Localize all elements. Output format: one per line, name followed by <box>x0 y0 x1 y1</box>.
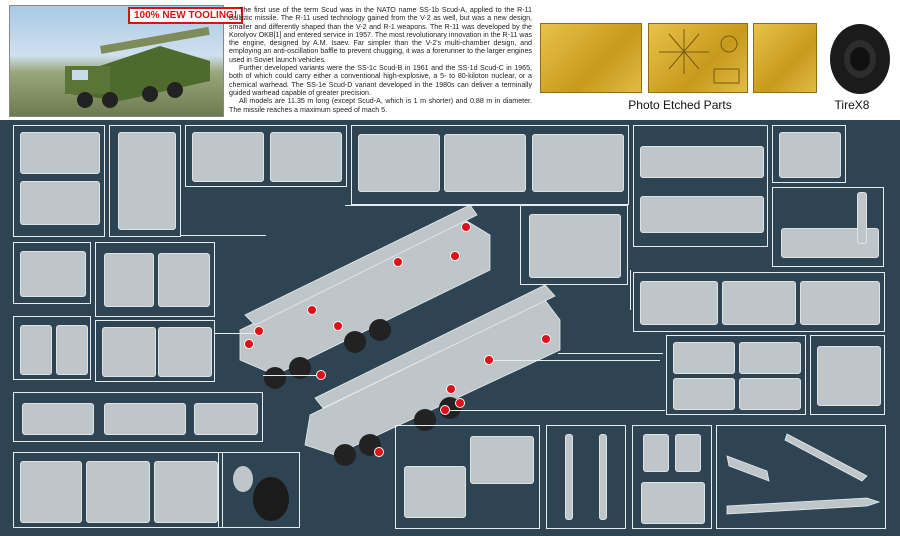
callout-dot <box>374 447 384 457</box>
tire-image <box>830 24 890 94</box>
cab-bottom-panel <box>13 452 223 528</box>
cab-front-panel <box>13 242 91 304</box>
chassis-frame-panel <box>633 125 768 247</box>
header-section: 100% NEW TOOLING! The first use of the t… <box>0 0 900 120</box>
callout-dot <box>307 305 317 315</box>
parts-layout-area <box>0 120 900 536</box>
tank-parts-panel <box>633 272 885 332</box>
callout-dot <box>254 326 264 336</box>
tire-label: TireX8 <box>834 98 870 112</box>
new-tooling-badge: 100% NEW TOOLING! <box>128 7 244 24</box>
callout-dot <box>446 384 456 394</box>
description-text: The first use of the term Scud was in th… <box>229 6 532 114</box>
vehicle-views-panel <box>351 125 629 205</box>
photo-etched-fret-3 <box>753 23 817 93</box>
callout-dot <box>484 355 494 365</box>
chassis-top-panel <box>109 125 181 237</box>
suspension-panel <box>666 335 806 415</box>
missile-launcher-panel <box>772 187 884 267</box>
cab-interior-panel <box>95 320 215 382</box>
callout-dot <box>541 334 551 344</box>
doors-panel <box>13 316 91 380</box>
callout-dot <box>244 339 254 349</box>
fuel-tank-panel <box>395 425 540 529</box>
description-paragraph: All models are 11.35 m long (except Scud… <box>229 97 532 114</box>
photo-etched-fret-2 <box>648 23 748 93</box>
cab-shell-panel <box>95 242 215 317</box>
photo-etched-fret-1 <box>540 23 642 93</box>
description-paragraph: Further developed variants were the SS-1… <box>229 64 532 97</box>
cab-parts-panel <box>13 125 105 237</box>
callout-dot <box>450 251 460 261</box>
callout-dot <box>440 405 450 415</box>
trailer-part-panel <box>810 335 885 415</box>
fret-pattern <box>659 29 740 84</box>
panels-windows-panel <box>632 425 712 529</box>
engine-part-panel <box>772 125 846 183</box>
main-vehicle-renders <box>239 204 561 466</box>
wheel-panel <box>218 452 300 528</box>
callout-dot <box>393 257 403 267</box>
missile-truck-illustration <box>65 26 210 108</box>
callout-dot <box>455 398 465 408</box>
callout-dot <box>461 222 471 232</box>
missile-panel <box>716 425 886 529</box>
callout-dot <box>333 321 343 331</box>
hull-parts-panel <box>185 125 347 187</box>
callout-dot <box>316 370 326 380</box>
description-paragraph: The first use of the term Scud was in th… <box>229 6 532 64</box>
launcher-base-panel <box>520 205 628 285</box>
photo-etched-label: Photo Etched Parts <box>628 98 732 112</box>
jack-stands-panel <box>546 425 626 529</box>
axle-parts-panel <box>13 392 263 442</box>
